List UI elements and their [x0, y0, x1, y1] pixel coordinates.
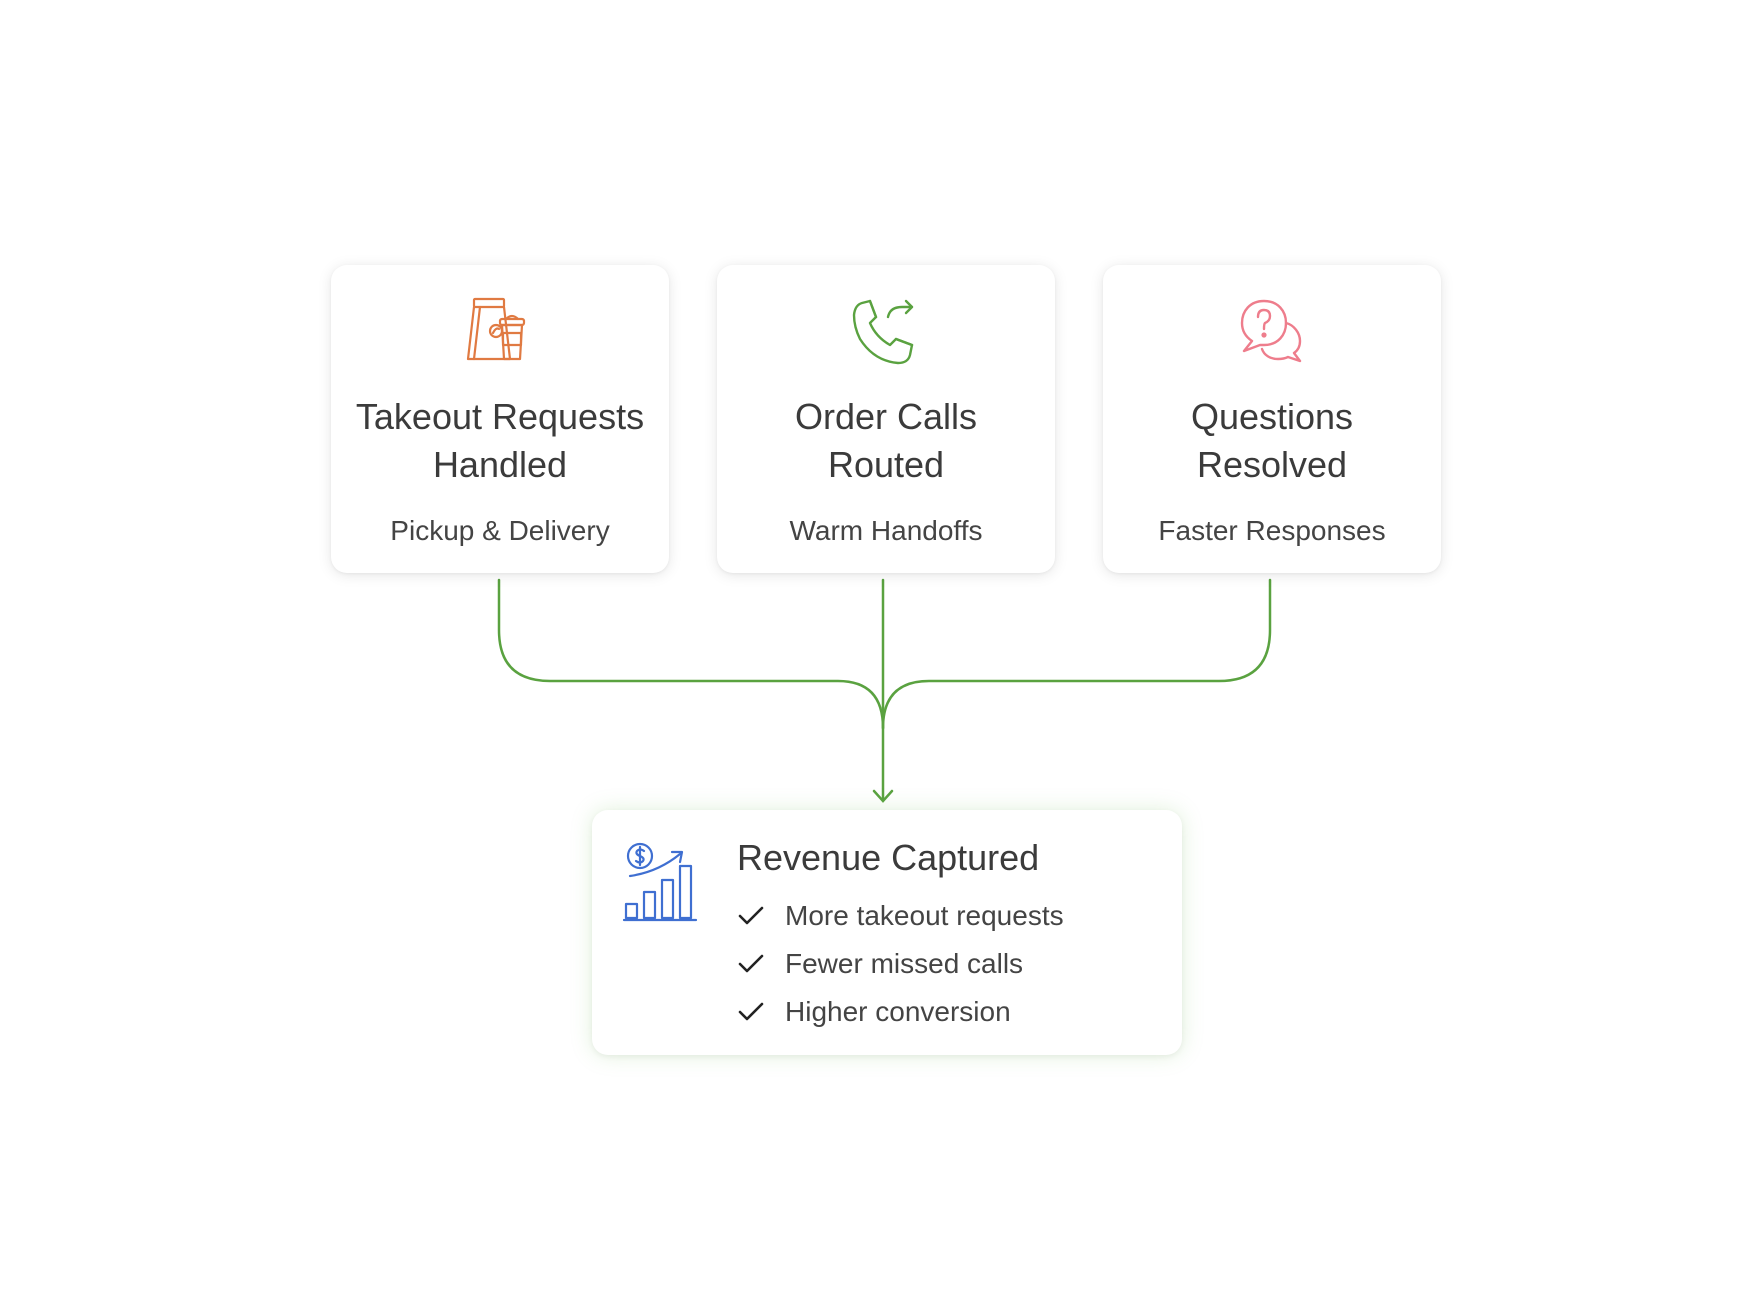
order-calls-card: Order Calls Routed Warm Handoffs — [717, 265, 1055, 573]
connector-arrowhead — [872, 789, 894, 803]
list-item-label: Fewer missed calls — [785, 948, 1024, 979]
checkmark-icon — [738, 1002, 764, 1021]
question-chat-icon — [1240, 299, 1302, 363]
card-title-line2: Handled — [432, 444, 568, 485]
connector-left — [497, 578, 885, 730]
card-subtitle: Faster Responses — [1158, 515, 1386, 546]
revenue-growth-chart-icon — [622, 842, 698, 922]
checkmark-icon — [738, 906, 764, 925]
connector-right — [881, 578, 1272, 730]
card-title-line1: Takeout Requests — [355, 396, 645, 437]
result-title: Revenue Captured — [737, 837, 1040, 878]
questions-resolved-card: Questions Resolved Faster Responses — [1103, 265, 1441, 573]
list-item: Higher conversion — [737, 992, 1064, 1040]
card-title-line2: Resolved — [1196, 444, 1348, 485]
card-title-line1: Questions — [1190, 396, 1354, 437]
card-title-line1: Order Calls — [794, 396, 978, 437]
list-item-label: More takeout requests — [785, 900, 1064, 931]
list-item: Fewer missed calls — [737, 944, 1064, 992]
takeout-bag-cup-icon — [466, 297, 526, 361]
phone-forward-icon — [852, 299, 914, 365]
list-item-label: Higher conversion — [785, 996, 1011, 1027]
list-item: More takeout requests — [737, 896, 1064, 944]
result-benefit-list: More takeout requests Fewer missed calls… — [737, 896, 1064, 1040]
card-subtitle: Pickup & Delivery — [390, 515, 610, 546]
checkmark-icon — [738, 954, 764, 973]
revenue-captured-card: Revenue Captured More takeout requests F… — [592, 810, 1182, 1055]
card-subtitle: Warm Handoffs — [789, 515, 983, 546]
takeout-requests-card: Takeout Requests Handled Pickup & Delive… — [331, 265, 669, 573]
card-title-line2: Routed — [827, 444, 945, 485]
